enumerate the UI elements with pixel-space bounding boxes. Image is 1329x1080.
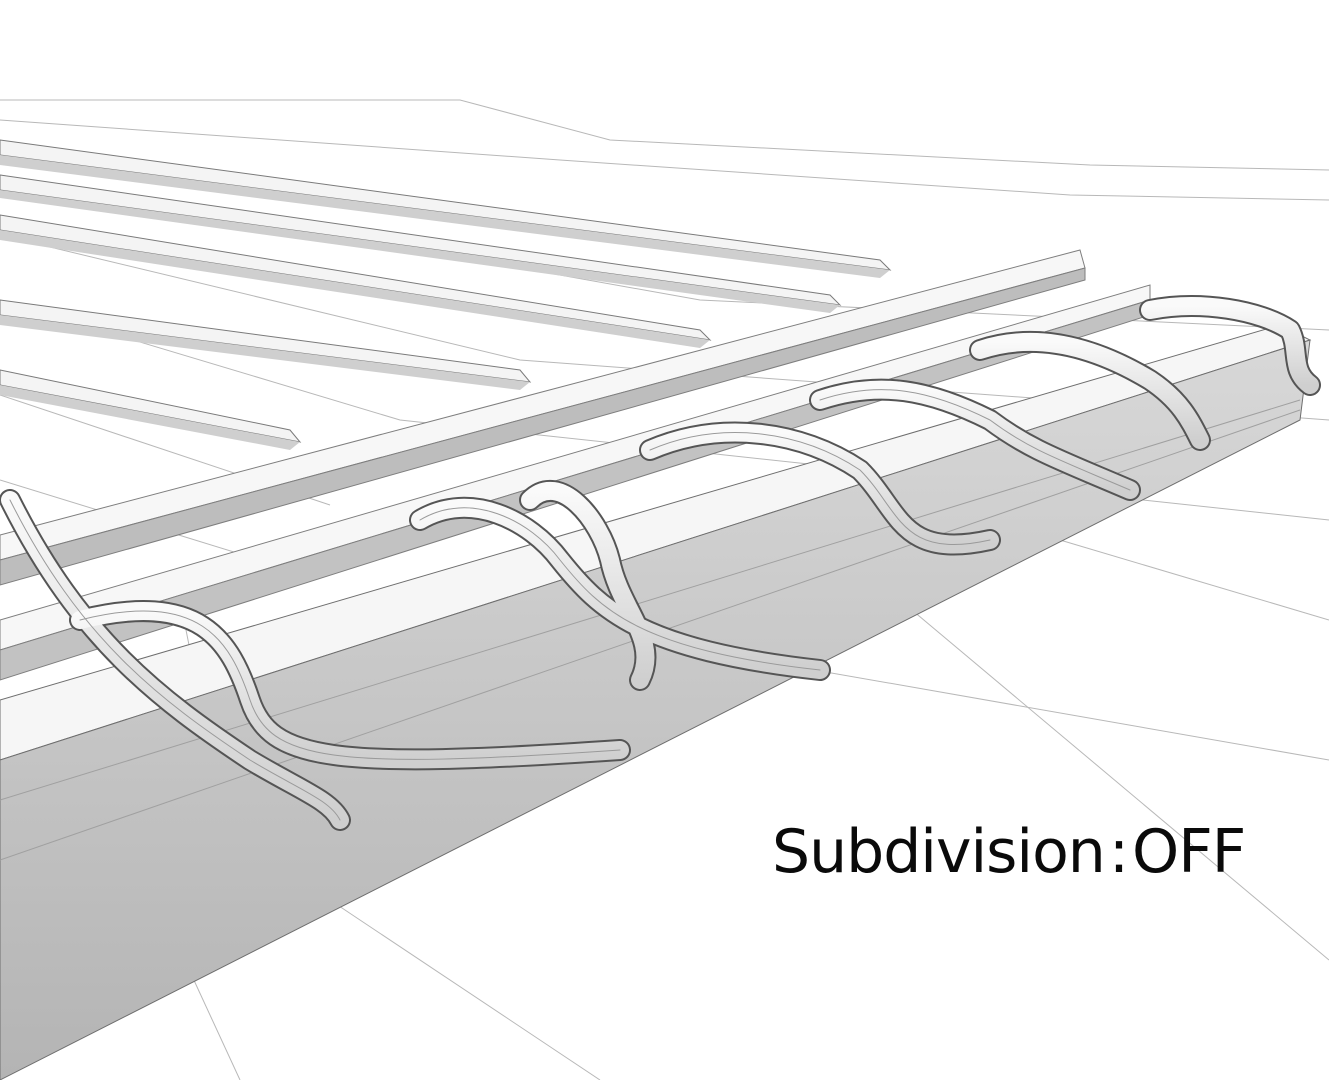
slats bbox=[0, 139, 892, 450]
woven-straps bbox=[0, 295, 1321, 831]
caption-label: Subdivision bbox=[772, 817, 1106, 887]
caption-value: OFF bbox=[1132, 817, 1246, 887]
subdivision-caption: Subdivision:OFF bbox=[772, 812, 1246, 892]
caption-separator: : bbox=[1108, 817, 1129, 887]
